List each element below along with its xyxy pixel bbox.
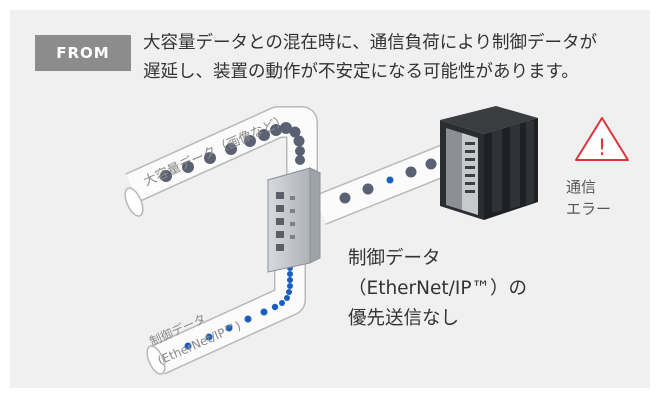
network-switch xyxy=(266,167,322,273)
control-data-packets xyxy=(184,265,293,350)
output-packets xyxy=(339,158,437,204)
network-diagram: ! 大容量データ（画像など） 制御データ (EtherNet/IP™) xyxy=(124,106,629,375)
control-data-callout: 制御データ （EtherNet/IP™）の 優先送信なし xyxy=(348,244,578,334)
callout-line-2: （EtherNet/IP™）の xyxy=(348,278,527,299)
warning-exclamation: ! xyxy=(598,136,607,161)
controller-device xyxy=(440,106,538,220)
description-line-2: 遅延し、装置の動作が不安定になる可能性があります。 xyxy=(143,62,579,82)
communication-error-label: 通信 エラー xyxy=(566,176,636,220)
callout-line-3: 優先送信なし xyxy=(348,308,460,329)
large-data-packets xyxy=(160,122,305,182)
error-label-line-1: 通信 xyxy=(566,178,597,196)
callout-line-1: 制御データ xyxy=(348,248,441,269)
large-data-label: 大容量データ（画像など） xyxy=(141,112,290,190)
description-line-1: 大容量データとの混在時に、通信負荷により制御データが xyxy=(143,33,597,53)
warning-icon: ! xyxy=(575,117,629,161)
problem-description: 大容量データとの混在時に、通信負荷により制御データが 遅延し、装置の動作が不安定… xyxy=(143,29,643,87)
error-label-line-2: エラー xyxy=(566,200,612,218)
diagram-panel: FROM 大容量データとの混在時に、通信負荷により制御データが 遅延し、装置の動… xyxy=(10,10,650,388)
from-badge: FROM xyxy=(35,35,131,71)
